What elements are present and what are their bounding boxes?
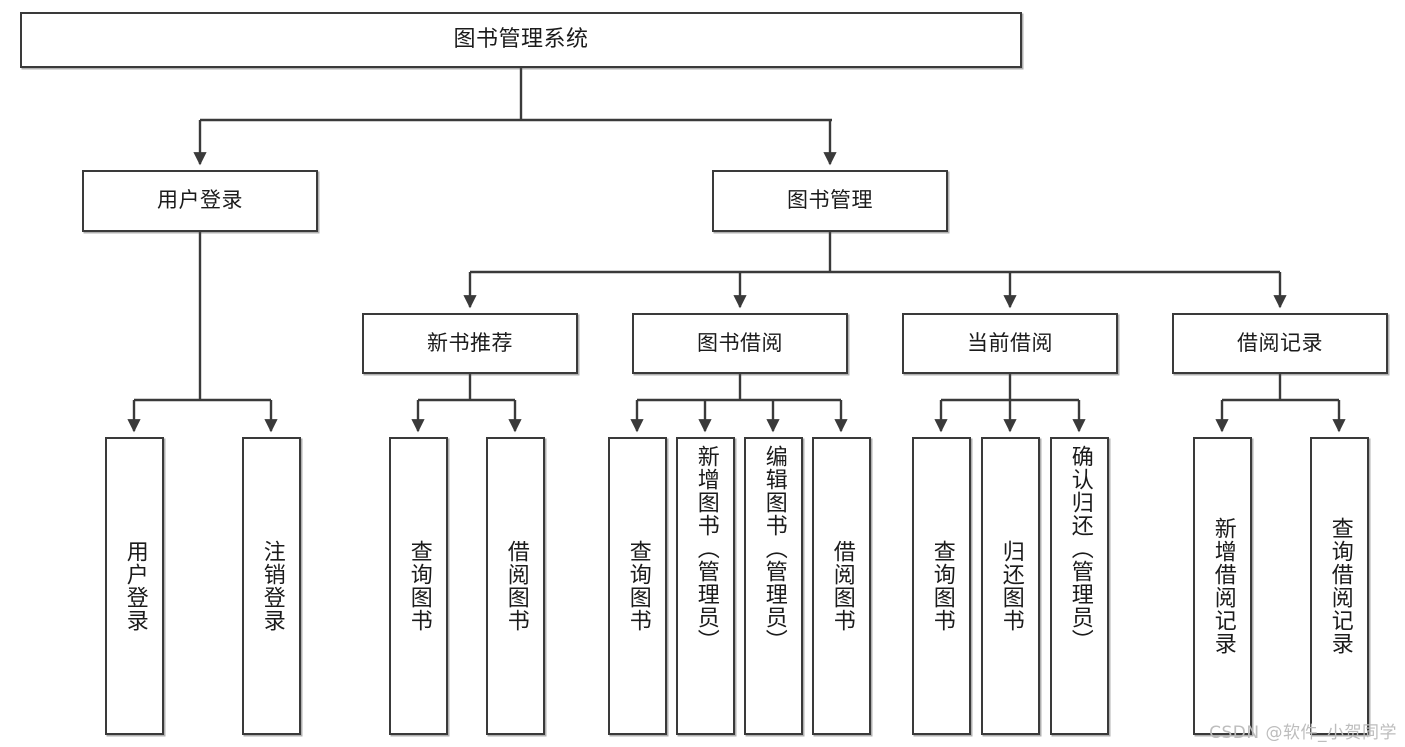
node-new-book-recommend[interactable]: 新书推荐 [362, 313, 578, 374]
leaf-current-borrow-return[interactable]: 归还图书 [981, 437, 1040, 735]
node-borrow-record[interactable]: 借阅记录 [1172, 313, 1388, 374]
leaf-book-borrow-borrow[interactable]: 借阅图书 [812, 437, 871, 735]
node-label: 借阅记录 [1237, 330, 1323, 355]
node-user-login[interactable]: 用户登录 [82, 170, 318, 232]
leaf-book-borrow-add[interactable]: 新增图书（管理员） [676, 437, 735, 735]
node-label: 归还图书 [998, 540, 1024, 632]
node-label: 编辑图书（管理员） [761, 445, 787, 652]
node-label: 图书管理 [787, 188, 873, 213]
leaf-book-borrow-edit[interactable]: 编辑图书（管理员） [744, 437, 803, 735]
node-label: 图书管理系统 [453, 26, 589, 52]
leaf-user-login-logout[interactable]: 注销登录 [242, 437, 301, 735]
leaf-current-borrow-confirm-return[interactable]: 确认归还（管理员） [1050, 437, 1109, 735]
leaf-new-book-query[interactable]: 查询图书 [389, 437, 448, 735]
leaf-new-book-borrow[interactable]: 借阅图书 [486, 437, 545, 735]
node-label: 图书借阅 [697, 330, 783, 355]
node-label: 注销登录 [259, 540, 285, 632]
node-label: 借阅图书 [503, 540, 529, 632]
node-label: 用户登录 [157, 188, 243, 213]
leaf-current-borrow-query[interactable]: 查询图书 [912, 437, 971, 735]
leaf-user-login-login[interactable]: 用户登录 [105, 437, 164, 735]
watermark-text: CSDN @软件_小贺同学 [1209, 723, 1397, 743]
node-current-borrow[interactable]: 当前借阅 [902, 313, 1118, 374]
node-label: 当前借阅 [967, 330, 1053, 355]
node-label: 查询图书 [625, 540, 651, 632]
node-root-system[interactable]: 图书管理系统 [20, 12, 1022, 68]
leaf-borrow-record-add[interactable]: 新增借阅记录 [1193, 437, 1252, 735]
node-label: 查询图书 [929, 540, 955, 632]
leaf-book-borrow-query[interactable]: 查询图书 [608, 437, 667, 735]
node-label: 用户登录 [122, 540, 148, 632]
node-label: 新书推荐 [427, 330, 513, 355]
node-label: 借阅图书 [829, 540, 855, 632]
node-label: 新增借阅记录 [1210, 517, 1236, 655]
node-book-management[interactable]: 图书管理 [712, 170, 948, 232]
node-label: 查询借阅记录 [1327, 517, 1353, 655]
node-label: 确认归还（管理员） [1067, 445, 1093, 652]
node-book-borrow[interactable]: 图书借阅 [632, 313, 848, 374]
node-label: 新增图书（管理员） [693, 445, 719, 652]
node-label: 查询图书 [406, 540, 432, 632]
leaf-borrow-record-query[interactable]: 查询借阅记录 [1310, 437, 1369, 735]
